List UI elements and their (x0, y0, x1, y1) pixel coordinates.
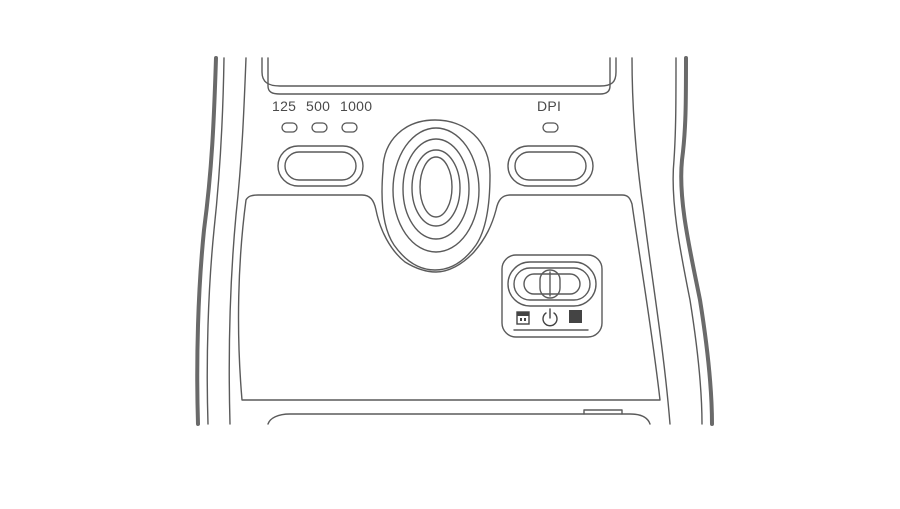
left-button-inner[interactable] (284, 151, 357, 181)
dpi-label-125: 125 (272, 98, 296, 114)
dpi-button-outer[interactable] (507, 145, 594, 187)
dpi-button-inner[interactable] (514, 151, 587, 181)
led-500 (311, 122, 328, 133)
dpi-title: DPI (537, 98, 561, 114)
sensor-lens (419, 156, 453, 218)
power-icon (542, 308, 558, 327)
dongle-icon (516, 311, 530, 325)
bluetooth-icon (569, 310, 582, 323)
led-1000 (341, 122, 358, 133)
shell-left-edge (195, 56, 218, 426)
sensor-housing (381, 119, 491, 271)
shell-right-edge (679, 56, 714, 426)
body-side-right (631, 57, 671, 425)
dpi-label-1000: 1000 (340, 98, 372, 114)
left-button-outer[interactable] (277, 145, 364, 187)
switch-slot (523, 273, 581, 295)
switch-housing (501, 254, 603, 338)
shell-right-inner (672, 57, 703, 425)
body-side-left (228, 57, 247, 425)
shell-left-inner (206, 57, 225, 425)
top-window (267, 57, 611, 95)
switch-knob[interactable] (539, 269, 561, 299)
switch-track-outer[interactable] (507, 261, 597, 307)
sensor-ring-3 (411, 149, 461, 227)
switch-track-inner[interactable] (513, 267, 591, 301)
bottom-feet (267, 413, 651, 425)
sensor-ring-1 (392, 127, 480, 253)
sensor-ring-2 (402, 138, 470, 240)
led-125 (281, 122, 298, 133)
dpi-label-500: 500 (306, 98, 330, 114)
lower-panel (237, 194, 661, 401)
body-outline (261, 57, 617, 87)
bottom-tab (583, 409, 623, 415)
led-dpi (542, 122, 559, 133)
